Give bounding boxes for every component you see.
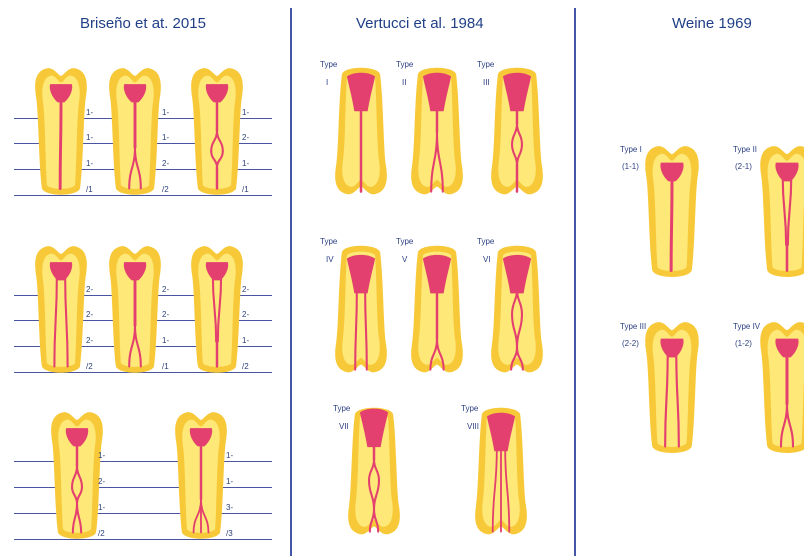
level-code: 1- [98,451,105,460]
level-code: 2- [162,285,169,294]
level-code: 1- [226,477,233,486]
tooth-illustration [106,58,164,203]
level-code: 1- [242,336,249,345]
level-code: 1- [86,133,93,142]
level-code: 2- [242,133,249,142]
tooth-illustration [332,236,390,384]
level-code: 1- [242,108,249,117]
vertucci-type-numeral: I [326,78,328,88]
vertucci-type-numeral: VIII [467,422,479,432]
panel-divider-right [574,8,576,556]
weine-type-code: (2-2) [622,339,639,349]
tooth-illustration [172,402,230,547]
vertucci-type-numeral: VII [339,422,349,432]
weine-type-name: Type II [733,145,757,155]
weine-type-code: (2-1) [735,162,752,172]
tooth-illustration [757,318,804,460]
level-code: 2- [98,477,105,486]
level-code: 2- [86,285,93,294]
level-code: 2- [162,159,169,168]
tooth-illustration [106,236,164,381]
level-code: 2- [162,310,169,319]
vertucci-type-label: Type [396,60,413,70]
tooth-illustration [488,236,546,384]
level-code: 1- [162,108,169,117]
level-code: /2 [242,362,249,371]
tooth-illustration [408,236,466,384]
level-code: 1- [86,159,93,168]
vertucci-type-label: Type [461,404,478,414]
level-code: 2- [86,336,93,345]
tooth-illustration [408,58,466,206]
vertucci-title: Vertucci et al. 1984 [356,15,484,32]
level-code: /1 [86,185,93,194]
level-code: 3- [226,503,233,512]
level-code: 2- [242,310,249,319]
tooth-illustration [188,58,246,203]
level-code: /1 [162,362,169,371]
level-code: /3 [226,529,233,538]
tooth-illustration [332,58,390,206]
vertucci-type-label: Type [477,237,494,247]
tooth-illustration [488,58,546,206]
level-code: /2 [162,185,169,194]
vertucci-type-numeral: II [402,78,406,88]
panel-divider-left [290,8,292,556]
tooth-illustration [757,142,804,284]
tooth-illustration [32,236,90,381]
tooth-illustration [32,58,90,203]
tooth-illustration [188,236,246,381]
vertucci-type-label: Type [320,60,337,70]
weine-type-code: (1-1) [622,162,639,172]
level-code: /1 [242,185,249,194]
level-code: /2 [98,529,105,538]
tooth-illustration [345,398,403,546]
vertucci-type-numeral: III [483,78,490,88]
briseno-title: Briseño et at. 2015 [80,15,206,32]
tooth-illustration [642,318,702,460]
level-code: 1- [242,159,249,168]
tooth-illustration [48,402,106,547]
vertucci-type-label: Type [396,237,413,247]
level-code: 1- [162,336,169,345]
vertucci-type-numeral: V [402,255,407,265]
tooth-illustration [472,398,530,546]
weine-type-name: Type I [620,145,642,155]
tooth-illustration [642,142,702,284]
weine-type-name: Type IV [733,322,760,332]
level-code: 2- [242,285,249,294]
vertucci-type-label: Type [477,60,494,70]
vertucci-type-label: Type [320,237,337,247]
level-code: 1- [226,451,233,460]
weine-type-code: (1-2) [735,339,752,349]
level-code: 2- [86,310,93,319]
vertucci-type-numeral: VI [483,255,491,265]
weine-title: Weine 1969 [672,15,752,32]
level-code: /2 [86,362,93,371]
vertucci-type-numeral: IV [326,255,334,265]
level-code: 1- [86,108,93,117]
weine-type-name: Type III [620,322,646,332]
level-code: 1- [98,503,105,512]
vertucci-type-label: Type [333,404,350,414]
level-code: 1- [162,133,169,142]
